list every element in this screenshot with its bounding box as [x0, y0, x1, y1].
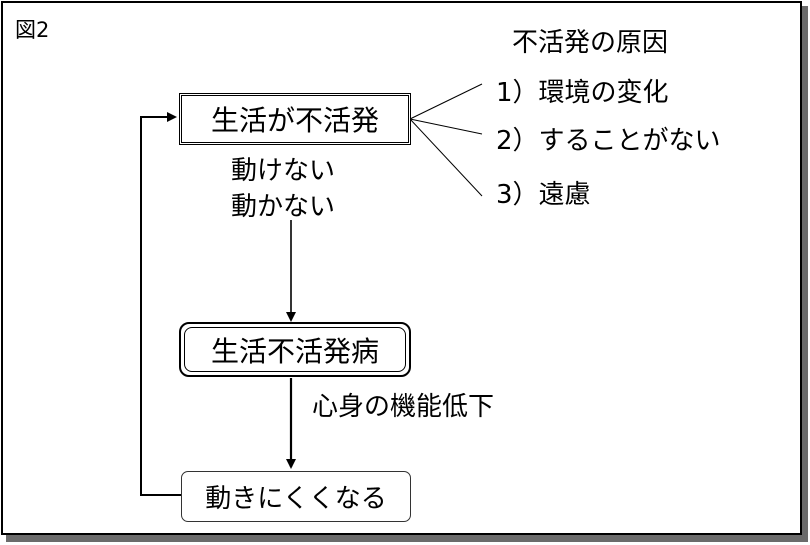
- cause-item: 2）することがない: [496, 126, 721, 156]
- cause-line-3: [409, 118, 483, 197]
- cause-item: 1）環境の変化: [496, 78, 669, 108]
- cause-line-2: [409, 118, 483, 135]
- do-not-move-label: 動かない: [231, 192, 336, 222]
- body-function-decline-label: 心身の機能低下: [312, 392, 495, 422]
- slide-shadow-right: [802, 6, 808, 541]
- disuse-syndrome-box: 生活不活発病: [179, 322, 411, 377]
- inactive-life-box: 生活が不活発: [179, 93, 411, 145]
- figure-label: 図2: [15, 18, 50, 42]
- slide-shadow-bottom: [6, 535, 808, 542]
- feedback-loop-arrow: [140, 112, 181, 496]
- cause-item: 3）遠慮: [496, 180, 591, 210]
- cause-line-1: [409, 83, 483, 120]
- causes-title: 不活発の原因: [512, 28, 669, 58]
- slide-border: [1, 1, 802, 535]
- cannot-move-label: 動けない: [231, 156, 336, 186]
- disuse-syndrome-label: 生活不活発病: [210, 334, 379, 368]
- hard-to-move-box: 動きにくくなる: [181, 471, 411, 522]
- disuse-syndrome-box-inner-border: [184, 327, 406, 372]
